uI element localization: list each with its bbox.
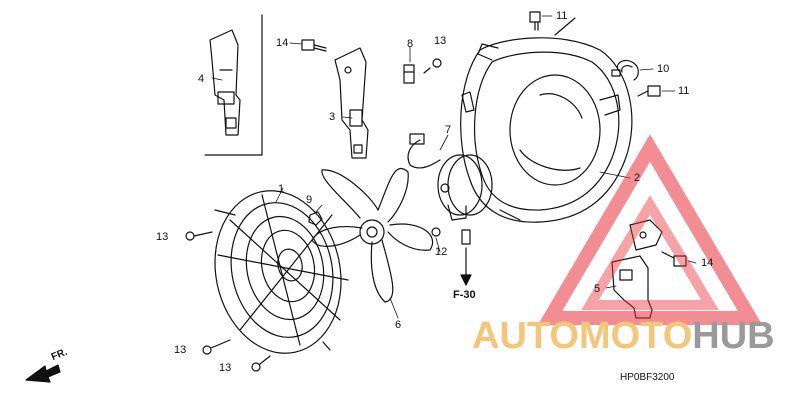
callout-label: 11: [556, 10, 568, 22]
bracket-3: [334, 47, 369, 159]
fan-blade-6: [311, 167, 434, 303]
callout-label: 2: [634, 172, 641, 184]
front-arrow: [25, 364, 61, 383]
screw-13-guard-top: [185, 231, 213, 241]
callout-label: 14: [701, 257, 714, 269]
callout-label: 14: [276, 37, 289, 49]
watermark-logo: [537, 134, 763, 325]
clamp-10: [611, 59, 639, 81]
callout-label: 10: [657, 63, 670, 75]
leader-lines: [211, 15, 697, 319]
nut-12: [461, 229, 471, 245]
callout-label: 9: [306, 194, 313, 206]
callout-label: 5: [594, 283, 601, 295]
bolt-14-right: [661, 251, 687, 267]
callout-label: 1: [278, 183, 285, 195]
callout-label: 6: [395, 319, 402, 331]
bolt-14-top: [301, 39, 327, 52]
screw-13-guard-bottom: [251, 355, 271, 372]
drawing-code: HP0BF3200: [620, 372, 675, 383]
nut-9: [308, 211, 323, 226]
bracket-4-group: [204, 14, 263, 156]
screw-13-clip: [423, 58, 442, 74]
callout-label: 4: [198, 73, 205, 85]
shroud-2: [460, 17, 633, 223]
callout-label: 13: [434, 35, 447, 47]
watermark-text-primary: AUTOMOTO: [472, 315, 693, 357]
motor-7: [407, 133, 493, 221]
screw-13-guard-bottom-left: [202, 339, 231, 355]
bolt-11-top: [529, 11, 541, 31]
flow-label: F-30: [453, 289, 476, 301]
f30-arrow: [460, 247, 472, 286]
callout-label: 13: [174, 344, 187, 356]
clip-8: [403, 64, 415, 84]
callout-label: 3: [329, 111, 336, 123]
watermark-text: AUTOMOTOHUB: [472, 315, 775, 358]
callout-label: 13: [156, 231, 169, 243]
callout-label: 13: [219, 362, 232, 374]
watermark-text-secondary: HUB: [692, 315, 775, 357]
screw-13-motor: [431, 227, 441, 237]
callout-label: 11: [678, 85, 690, 97]
callout-label: 12: [435, 246, 448, 258]
fan-guard-1: [214, 190, 349, 354]
bolt-11-right: [637, 85, 661, 97]
callout-label: 8: [407, 38, 414, 50]
callout-label: 7: [445, 124, 452, 136]
